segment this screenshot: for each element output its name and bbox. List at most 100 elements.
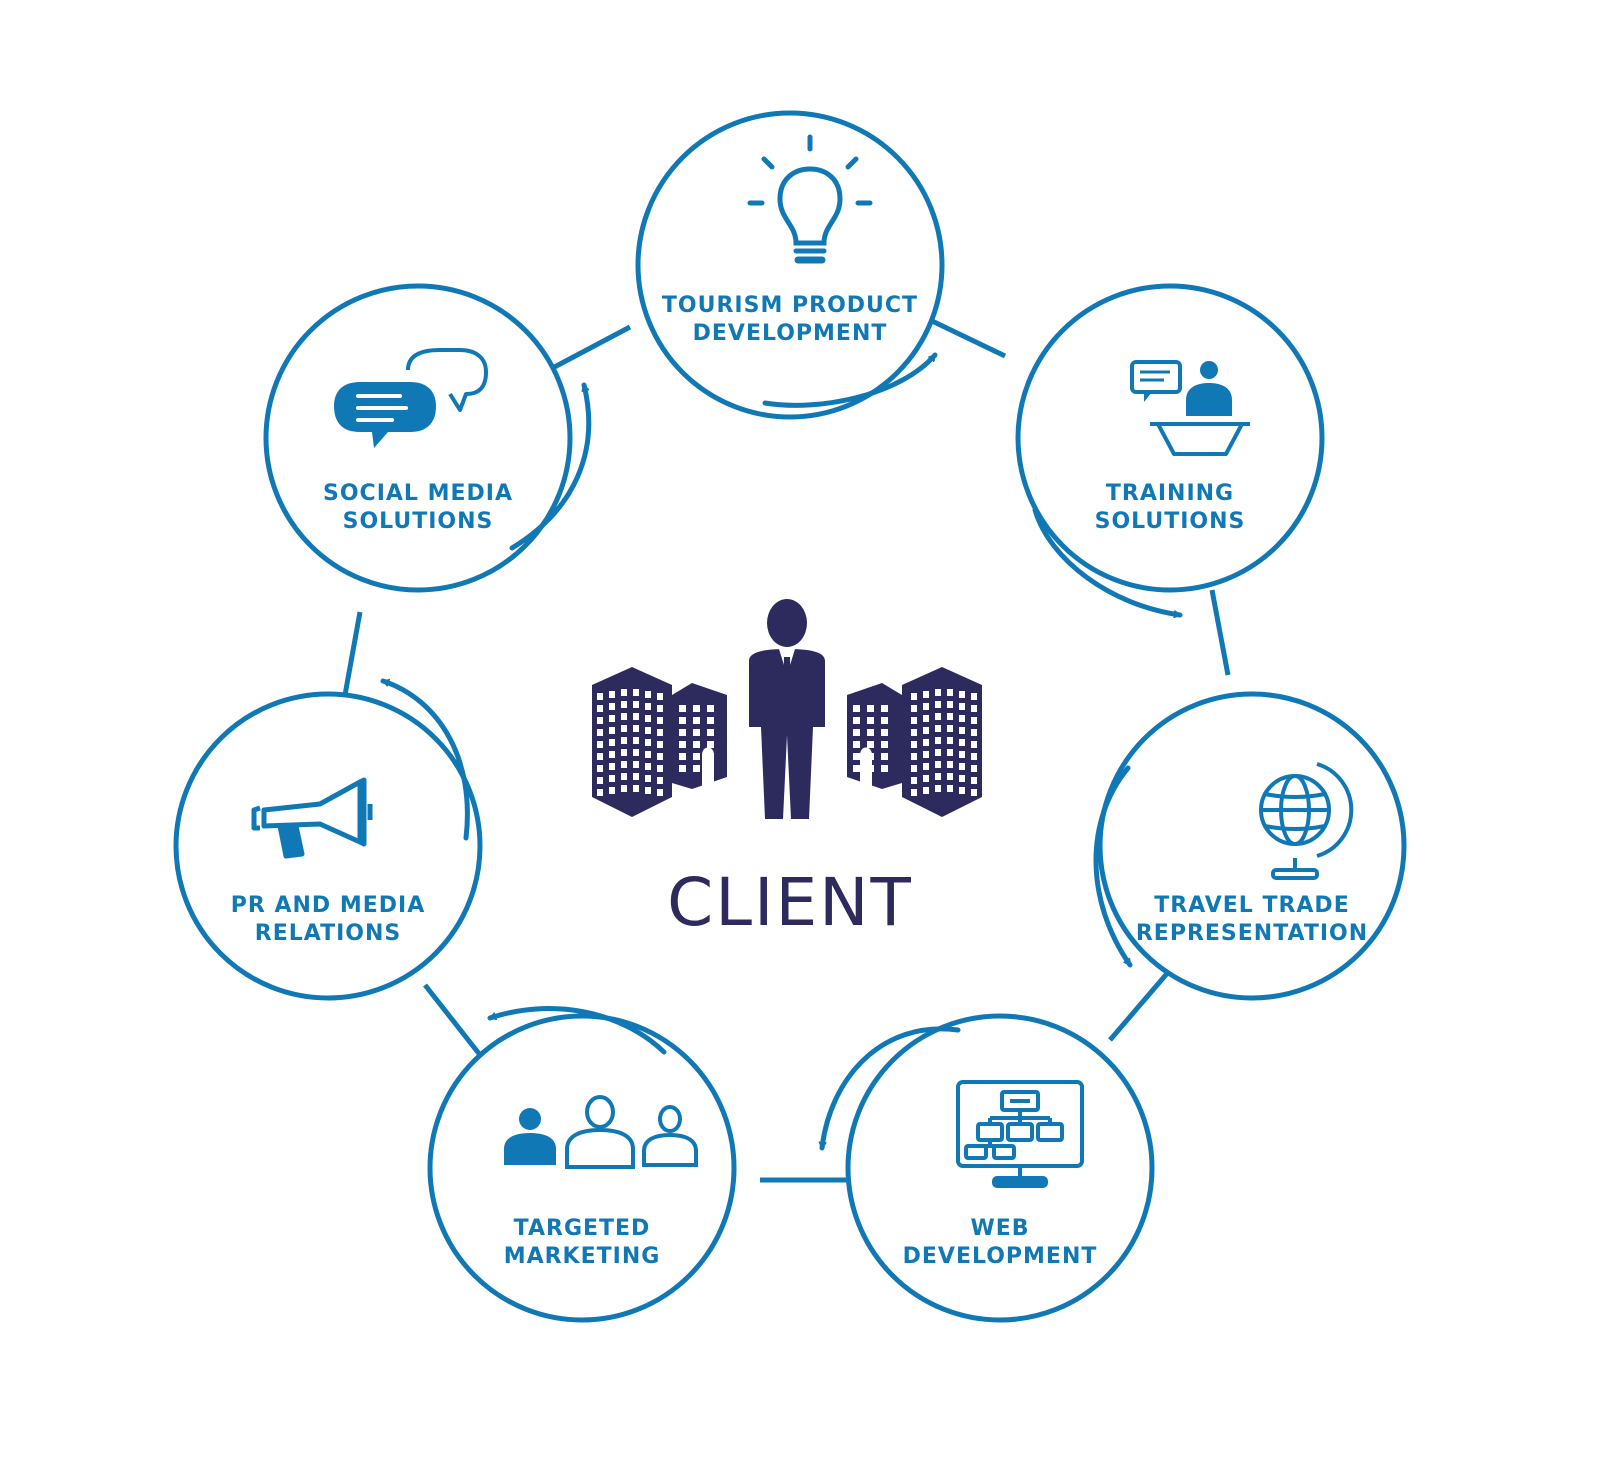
window — [679, 729, 686, 736]
window — [935, 701, 941, 708]
window — [633, 725, 639, 732]
window — [959, 703, 965, 710]
connector-segment — [543, 324, 632, 375]
window — [853, 741, 860, 748]
window — [959, 787, 965, 794]
window — [923, 787, 929, 794]
window — [621, 749, 627, 756]
window — [657, 741, 663, 748]
right-building-windows — [853, 689, 977, 796]
window — [959, 751, 965, 758]
window — [971, 717, 977, 724]
window — [853, 705, 860, 712]
window — [621, 713, 627, 720]
window — [853, 729, 860, 736]
window — [935, 773, 941, 780]
window — [911, 705, 917, 712]
circle-social — [263, 283, 573, 593]
window — [597, 693, 603, 700]
window — [881, 765, 888, 772]
window — [621, 701, 627, 708]
label-line: WEB — [970, 1216, 1029, 1241]
window — [959, 763, 965, 770]
window — [645, 751, 651, 758]
window — [657, 753, 663, 760]
window — [707, 717, 714, 724]
window — [881, 729, 888, 736]
window — [867, 741, 874, 748]
connector-segment — [342, 611, 363, 696]
window — [657, 777, 663, 784]
window — [597, 765, 603, 772]
lightbulb-icon — [747, 134, 873, 264]
flow-arrow-tourism — [762, 352, 938, 408]
label-line: MARKETING — [504, 1244, 661, 1269]
window — [867, 717, 874, 724]
window — [971, 765, 977, 772]
window — [911, 789, 917, 796]
window — [657, 789, 663, 796]
window — [959, 715, 965, 722]
window — [959, 775, 965, 782]
window — [633, 749, 639, 756]
globe-icon — [1259, 762, 1354, 880]
window — [935, 737, 941, 744]
flow-arrow-training — [1032, 507, 1183, 619]
window — [707, 741, 714, 748]
window — [911, 777, 917, 784]
window — [597, 705, 603, 712]
window — [971, 789, 977, 796]
window — [971, 777, 977, 784]
window — [971, 729, 977, 736]
label-line: SOLUTIONS — [1095, 509, 1246, 534]
window — [923, 763, 929, 770]
window — [935, 689, 941, 696]
window — [935, 761, 941, 768]
window — [853, 753, 860, 760]
window — [693, 765, 700, 772]
window — [881, 741, 888, 748]
circle-pr — [173, 691, 483, 1001]
window — [597, 729, 603, 736]
window — [959, 691, 965, 698]
window — [657, 693, 663, 700]
circle-travel — [1097, 691, 1407, 1001]
label-training: TRAINING SOLUTIONS — [1095, 481, 1246, 534]
window — [881, 753, 888, 760]
window — [645, 691, 651, 698]
window — [645, 763, 651, 770]
window — [597, 789, 603, 796]
window — [609, 775, 615, 782]
window — [959, 739, 965, 746]
label-line: PR AND MEDIA — [231, 893, 425, 918]
window — [947, 773, 953, 780]
window — [971, 693, 977, 700]
window — [679, 765, 686, 772]
window — [693, 717, 700, 724]
window — [923, 703, 929, 710]
window — [657, 705, 663, 712]
window — [633, 785, 639, 792]
flow-arrow-marketing — [487, 1006, 667, 1055]
label-line: REPRESENTATION — [1136, 921, 1368, 946]
label-line: TRAINING — [1106, 481, 1234, 506]
window — [959, 727, 965, 734]
flow-arrows — [380, 352, 1183, 1151]
label-line: DEVELOPMENT — [903, 1244, 1098, 1269]
cycle-connectors — [342, 317, 1231, 1183]
window — [707, 705, 714, 712]
connector-segment — [1108, 968, 1172, 1042]
window — [621, 689, 627, 696]
window — [853, 717, 860, 724]
label-line: SOCIAL MEDIA — [323, 481, 513, 506]
window — [645, 727, 651, 734]
label-line: TARGETED — [514, 1216, 651, 1241]
window — [947, 701, 953, 708]
window — [679, 705, 686, 712]
window — [621, 725, 627, 732]
